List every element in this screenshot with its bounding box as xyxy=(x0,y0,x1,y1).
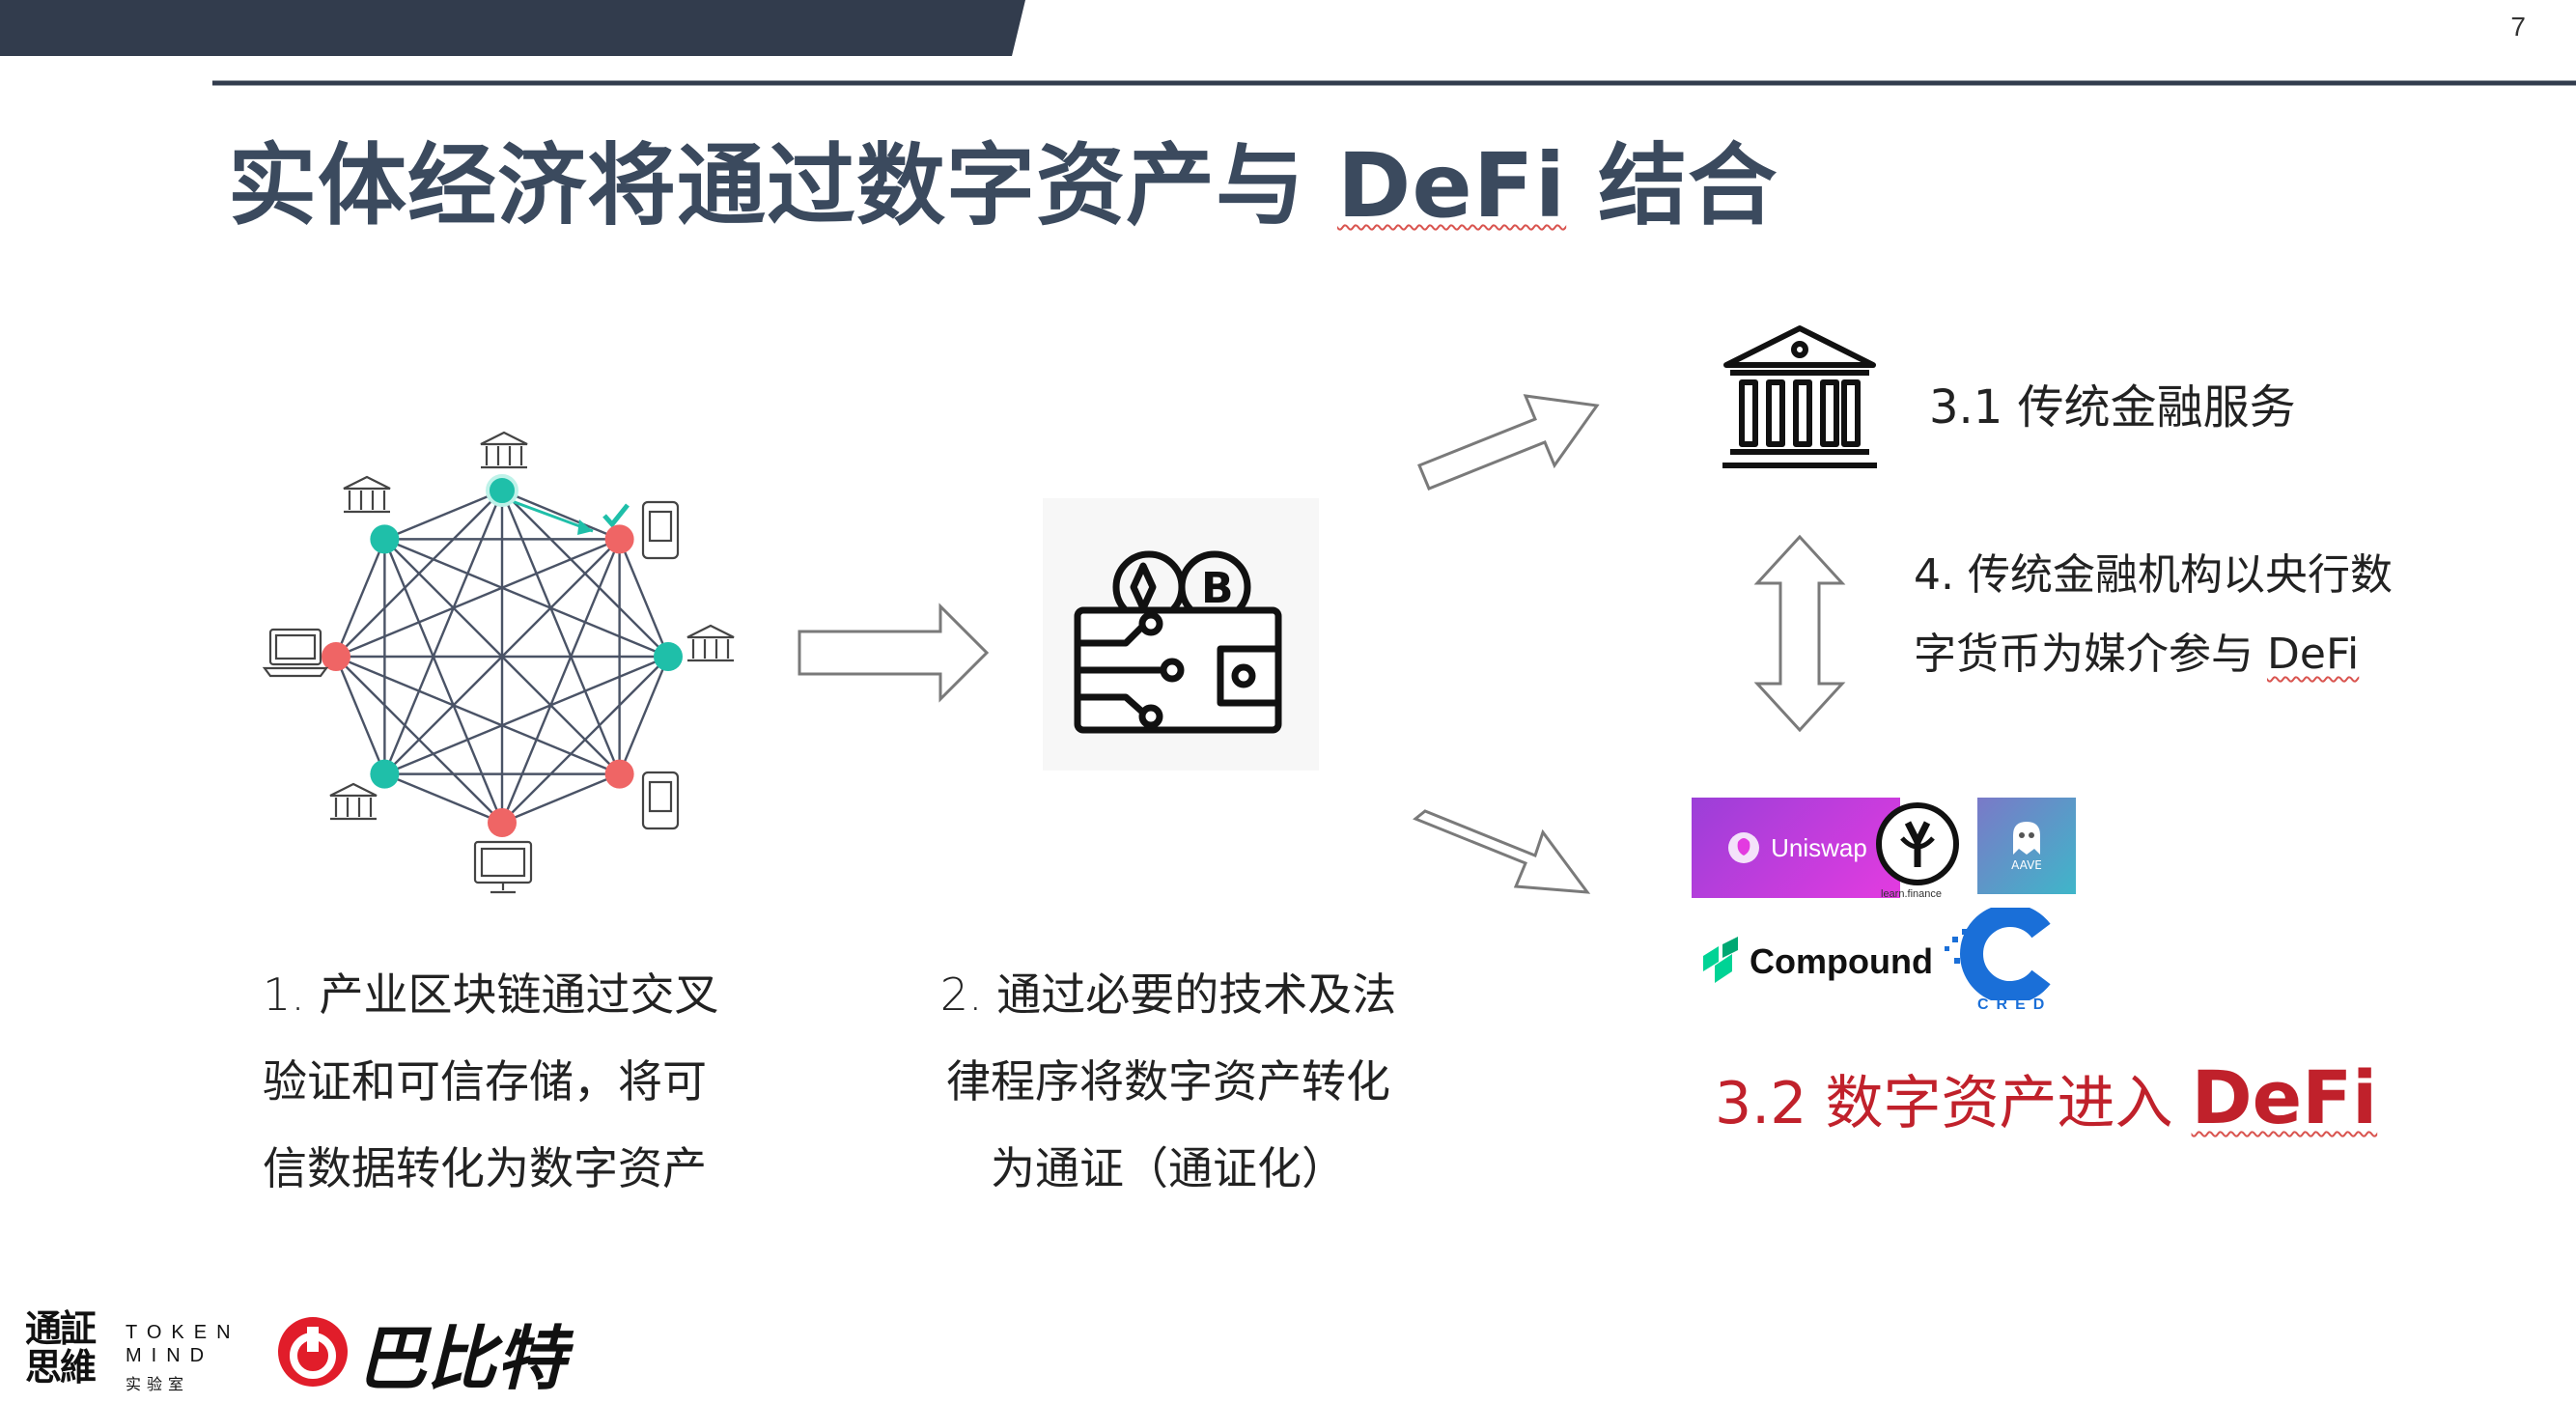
network-link xyxy=(501,489,621,541)
compound-logo-icon xyxy=(1703,937,1738,983)
traditional-finance-label: 3.1 传统金融服务 xyxy=(1929,380,2296,435)
network-link xyxy=(501,772,621,825)
network-node xyxy=(654,642,683,671)
network-link xyxy=(618,538,670,658)
svg-text:B: B xyxy=(1201,564,1234,613)
network-link xyxy=(383,538,504,824)
network-node xyxy=(604,759,634,789)
defi-entry-label: 3.2 数字资产进入 DeFi xyxy=(1715,1054,2378,1140)
network-node xyxy=(370,524,400,554)
network-node xyxy=(322,642,350,671)
unicorn-icon xyxy=(1728,832,1760,863)
double-arrow-icon xyxy=(1753,534,1846,733)
ghost-icon xyxy=(2013,822,2040,855)
arrow-up-right-icon xyxy=(1417,394,1600,491)
cred-logo xyxy=(1945,908,2051,1000)
crypto-wallet-icon: B xyxy=(1043,498,1319,771)
network-link xyxy=(335,655,621,775)
header-bar xyxy=(0,0,2576,86)
token-mind-cn: 实验室 xyxy=(126,1375,190,1393)
slide-title: 实体经济将通过数字资产与 DeFi 结合 xyxy=(228,134,1778,238)
network-node xyxy=(370,759,400,789)
step1-caption: 1. 产业区块链通过交叉 验证和可信存储，将可 信数据转化为数字资产 xyxy=(263,968,719,1194)
network-node xyxy=(604,524,634,554)
network-node xyxy=(488,808,517,837)
uniswap-logo: Uniswap xyxy=(1692,798,1900,898)
network-link xyxy=(383,538,621,775)
network-link xyxy=(335,656,503,824)
network-link xyxy=(618,656,670,775)
network-link xyxy=(383,489,503,541)
arrow-right-icon xyxy=(798,603,990,703)
network-link xyxy=(500,538,621,824)
network-link xyxy=(335,538,621,659)
bank-building-icon xyxy=(1722,325,1877,468)
learn-finance-text: learn.finance xyxy=(1881,888,1942,900)
network-link xyxy=(383,655,669,775)
token-mind-seal: 通証思維 xyxy=(25,1307,97,1389)
network-link xyxy=(383,538,669,659)
network-link xyxy=(334,656,386,775)
network-node xyxy=(486,474,518,507)
babite-logo-text: 巴比特 xyxy=(357,1318,567,1399)
token-mind-text: TOKEN MIND xyxy=(126,1322,240,1366)
compound-logo-text: Compound xyxy=(1750,941,1933,981)
yearn-finance-logo xyxy=(1876,802,1959,885)
network-link xyxy=(334,538,386,658)
bridge-label: 4. 传统金融机构以央行数 字货币为媒介参与 DeFi xyxy=(1914,550,2393,679)
arrow-down-right-icon xyxy=(1413,809,1591,894)
aave-logo: AAVE xyxy=(1977,798,2076,894)
babite-logo-icon xyxy=(278,1317,348,1387)
network-link xyxy=(383,490,504,775)
network-link xyxy=(500,490,621,775)
blockchain-network-icon xyxy=(262,431,735,894)
network-link xyxy=(383,772,503,825)
cred-logo-text: CRED xyxy=(1977,996,2053,1013)
step2-caption: 2. 通过必要的技术及法 律程序将数字资产转化 为通证（通证化） xyxy=(939,968,1397,1194)
page-number: 7 xyxy=(2510,12,2526,42)
